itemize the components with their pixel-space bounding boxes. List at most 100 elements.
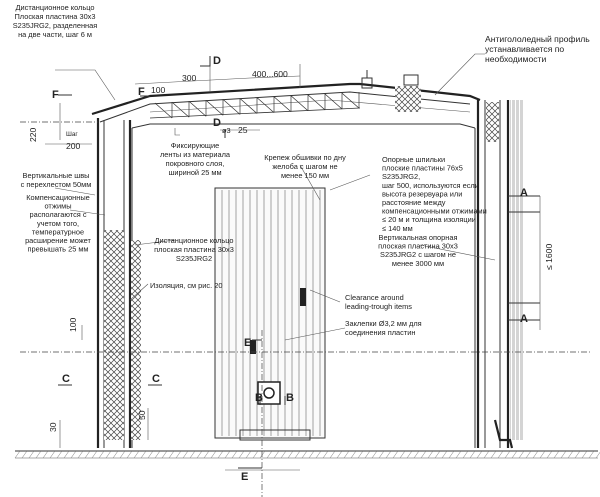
label-line: расстояние между xyxy=(382,198,446,207)
vent xyxy=(361,77,373,89)
label-line: желоба с шагом не xyxy=(272,162,337,171)
label-line: S235JRG2, xyxy=(382,172,420,181)
label-line: Плоская пластина 30x3 xyxy=(15,12,96,21)
ground xyxy=(14,450,600,459)
label-line: учетом того, xyxy=(37,219,79,228)
section-c-2: C xyxy=(152,373,160,385)
central-panel xyxy=(214,187,326,441)
roof-insulation-block xyxy=(395,86,421,112)
dimension-lines xyxy=(45,64,541,471)
label-line: плоские пластины 76x5 xyxy=(382,164,463,173)
label-line: на две части, шаг 6 м xyxy=(18,30,92,39)
dim-25: 25 xyxy=(238,125,248,135)
right-cladding-corrugation xyxy=(510,100,524,440)
section-a-2: A xyxy=(520,313,528,325)
section-f-2: F xyxy=(138,86,145,98)
right-drain xyxy=(493,419,514,449)
label-line: расширение может xyxy=(25,236,91,245)
dim-100: 100 xyxy=(151,85,166,95)
roof xyxy=(91,70,481,123)
label-line: Заклепки Ø3,2 мм для xyxy=(345,319,422,328)
label-line: Опорные шпильки xyxy=(382,155,445,164)
right-studs xyxy=(508,195,540,321)
label-line: Вертикальная опорная xyxy=(379,233,458,242)
section-c-1: C xyxy=(62,373,70,385)
label-line: отжимы xyxy=(44,202,71,211)
section-a-1: A xyxy=(520,187,528,199)
dim-100-left: 100 xyxy=(68,317,78,332)
label-line: плоская пластина 30x3 xyxy=(154,245,234,254)
section-e-2: E xyxy=(241,471,248,483)
label-line: Дистанционное кольцо xyxy=(16,3,95,12)
label-line: располагаются с xyxy=(29,210,86,219)
panel-clip xyxy=(300,288,306,306)
dim-phi: ø3 xyxy=(222,126,231,135)
dim-200: 200 xyxy=(66,141,81,151)
dim-300: 300 xyxy=(182,73,197,83)
panel-clip-2 xyxy=(250,340,256,354)
left-support-strip xyxy=(131,240,141,440)
label-line: Изоляция, см рис. 20 xyxy=(150,281,222,290)
label-line: высота резервуара или xyxy=(382,189,462,198)
dim-shag: Шаг xyxy=(66,131,78,138)
label-line: leading-trough items xyxy=(345,302,412,311)
label-line: с перехлестом 50мм xyxy=(21,180,92,189)
dim-400-600: 400...600 xyxy=(252,69,288,79)
label-line: менее 3000 мм xyxy=(392,259,444,268)
dim-30: 30 xyxy=(48,422,58,432)
section-d-top: D xyxy=(213,55,221,67)
label-line: Дистанционное кольцо xyxy=(155,236,234,245)
label-line: S235JRG2 xyxy=(176,254,212,263)
label-line: соединения пластин xyxy=(345,328,415,337)
label-line: шириной 25 мм xyxy=(168,168,221,177)
section-markers xyxy=(58,56,286,469)
dim-1600: ≤ 1600 xyxy=(544,244,554,270)
section-d-bottom: D xyxy=(213,117,221,129)
label-line: S235JRG2 с шагом не xyxy=(380,250,456,259)
leader-lines xyxy=(54,53,496,341)
label-line: покровного слоя, xyxy=(166,159,225,168)
label-line: плоская пластина 30x3 xyxy=(378,242,458,251)
label-line: Вертикальные швы xyxy=(23,171,90,180)
label-line: ленты из материала xyxy=(160,150,231,159)
label-insulation: Изоляция, см рис. 20 xyxy=(150,281,222,290)
roof-truss xyxy=(149,92,361,119)
section-f-1: F xyxy=(52,89,59,101)
section-e-1: E xyxy=(244,337,251,349)
label-line: ≤ 140 мм xyxy=(382,224,413,233)
dim-220: 220 xyxy=(28,127,38,142)
label-line: Компенсационные xyxy=(26,193,90,202)
label-line: ≤ 20 м и толщина изоляции xyxy=(382,215,476,224)
label-line: шаг 500, используются если xyxy=(382,181,479,190)
label-line: Clearance around xyxy=(345,293,404,302)
section-b-2: B xyxy=(286,392,294,404)
label-line: Крепеж обшивки по дну xyxy=(264,153,346,162)
label-line: Антигололедный профиль xyxy=(485,34,590,44)
right-wall xyxy=(476,100,524,448)
label-line: температурное xyxy=(32,227,84,236)
label-line: необходимости xyxy=(485,54,546,64)
anti-ice-profile xyxy=(403,74,419,86)
section-b-1: B xyxy=(255,392,263,404)
left-insulation-fill xyxy=(104,230,124,440)
label-line: превышать 25 мм xyxy=(27,245,88,254)
dim-50: 50 xyxy=(137,410,147,420)
flange-bolt-circle xyxy=(263,387,275,399)
right-top-insulation xyxy=(486,102,499,142)
label-line: Фиксирующие xyxy=(171,141,219,150)
label-line: компенсационными отжимами xyxy=(382,207,487,216)
label-line: устанавливается по xyxy=(485,44,564,54)
